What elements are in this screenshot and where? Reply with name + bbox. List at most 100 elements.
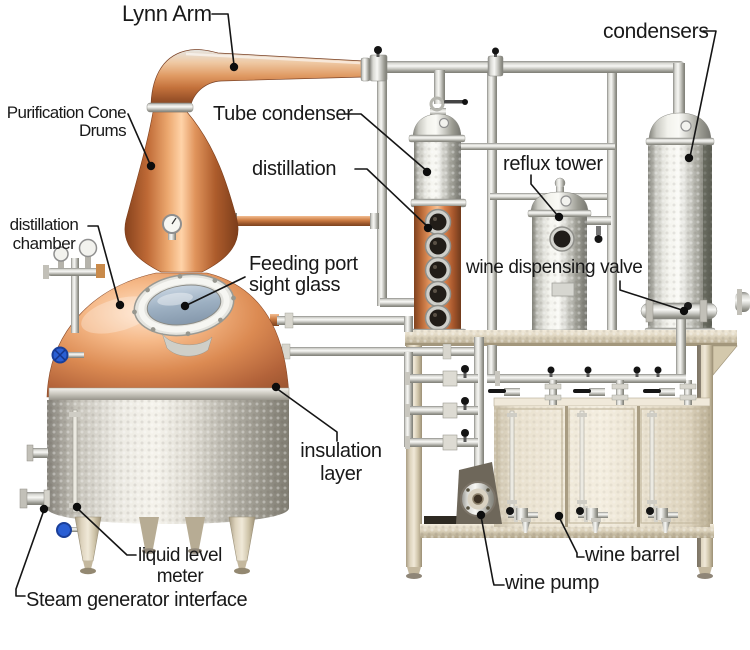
- label-text: Tube condenser: [213, 103, 353, 125]
- jacket-top-band: [48, 387, 290, 401]
- tube-condenser-column: [408, 96, 468, 338]
- label-text: wine dispensing valve: [466, 257, 643, 278]
- column1-top-flange: [408, 134, 466, 143]
- label-wine-dispensing-valve: wine dispensing valve: [466, 257, 643, 279]
- lever-valve: [488, 388, 520, 396]
- label-text: chamber: [12, 234, 76, 253]
- dot-condensers: [684, 153, 694, 163]
- wine-dispensing-valve-assembly: [640, 289, 750, 383]
- leader-lynn-arm: [211, 13, 235, 66]
- dot-liquid-level-meter: [72, 502, 82, 512]
- manifold-run: [405, 429, 478, 451]
- label-reflux-tower: reflux tower: [503, 153, 603, 176]
- column1-dome: [412, 113, 462, 139]
- dot-feeding-port: [180, 301, 190, 311]
- dot-wine-dispensing-valve: [679, 306, 689, 316]
- label-text: condensers: [603, 20, 709, 43]
- frame-elbow-to-condenser: [673, 63, 685, 118]
- distillation-sight-windows: [424, 208, 452, 332]
- reflux-dome: [530, 191, 589, 214]
- dot-insulation-layer: [271, 382, 281, 392]
- barrel-tap: [506, 506, 538, 533]
- pressure-gauge: [78, 238, 98, 258]
- barrels-feed-piping: [487, 345, 697, 405]
- column1-top-valve: [429, 96, 468, 116]
- label-text: meter: [156, 566, 204, 587]
- leader-condensers: [689, 30, 717, 158]
- brass-fitting: [96, 264, 105, 278]
- stand-foot-left: [406, 567, 422, 579]
- label-text: Drums: [78, 121, 127, 140]
- leader-lines: [15, 13, 717, 597]
- wine-pump-unit: [456, 462, 502, 524]
- frame-pipe-vertical-left: [377, 66, 387, 306]
- blue-valve-dome: [51, 346, 84, 364]
- label-distillation: distillation: [252, 158, 337, 181]
- pressure-gauge: [53, 246, 69, 262]
- valve-knob: [461, 365, 469, 373]
- valve-knob: [654, 366, 662, 374]
- barrel-inlet-stub: [611, 380, 629, 405]
- valve-knob: [584, 366, 592, 374]
- label-text: Lynn Arm: [122, 1, 212, 26]
- barrel-divider: [565, 406, 568, 527]
- reflux-tower-column: [527, 177, 611, 339]
- frame-pipe-vertical-mid: [487, 66, 497, 379]
- dot-distillation: [423, 223, 433, 233]
- column1-gauge: [438, 117, 450, 129]
- lever-valve: [573, 388, 605, 396]
- condenser-column: [644, 112, 716, 337]
- barrels-top-rail: [493, 397, 711, 407]
- manifold-vertical-left: [404, 352, 413, 447]
- leader-distillation: [354, 168, 429, 228]
- left-valve-assembly: [43, 238, 105, 333]
- leader-distillation-chamber: [87, 225, 120, 304]
- wine-barrels: [487, 345, 711, 533]
- pump-hub: [472, 493, 484, 505]
- dot-steam-generator-interface: [39, 504, 49, 514]
- barrel-tap: [576, 506, 608, 533]
- label-steam-generator-interface: Steam generator interface: [26, 589, 248, 612]
- condenser-gauge: [680, 120, 692, 132]
- still-outlet-pipe-upper: [277, 316, 413, 325]
- column1-feed-stem: [434, 70, 445, 104]
- dot-reflux-tower: [554, 212, 564, 222]
- blue-valve-bottom: [56, 522, 84, 538]
- label-text: distillation: [252, 158, 337, 180]
- label-lynn-arm: Lynn Arm: [122, 1, 212, 27]
- dispensing-cylinder: [640, 302, 718, 320]
- manifold-vertical-main: [474, 337, 484, 470]
- arm-end-flange: [360, 57, 371, 82]
- lyne-arm-tube: [150, 49, 365, 109]
- pot-still: [19, 102, 290, 575]
- valve-knob: [633, 366, 641, 374]
- butterfly-valve-top: [487, 47, 504, 77]
- still-outlet-pipe-lower: [276, 347, 481, 356]
- barrel-taps: [506, 506, 678, 533]
- label-tube-condenser: Tube condenser: [213, 103, 353, 126]
- barrel-inlet-stub: [544, 380, 562, 405]
- dot-tube-condenser: [422, 167, 432, 177]
- steam-generator-interface-port: [19, 488, 51, 509]
- frame-pipe-top: [380, 61, 685, 73]
- reflux-top-knob: [554, 177, 566, 189]
- jacket-side-port: [26, 444, 48, 462]
- leader-dots: [39, 62, 694, 521]
- leader-wine-pump: [480, 515, 505, 586]
- label-text: Steam generator interface: [26, 589, 248, 611]
- label-condensers: condensers: [603, 20, 709, 44]
- cone-gauge: [162, 214, 182, 240]
- label-text: Feeding port: [249, 253, 358, 275]
- still-legs: [74, 516, 256, 575]
- reflux-outlet-pipe: [587, 216, 611, 225]
- label-text: sight glass: [249, 274, 341, 296]
- condenser-top-flange: [645, 137, 715, 146]
- leader-insulation-layer: [275, 387, 338, 442]
- reflux-badge: [551, 282, 575, 297]
- dot-lynn-arm: [229, 62, 239, 72]
